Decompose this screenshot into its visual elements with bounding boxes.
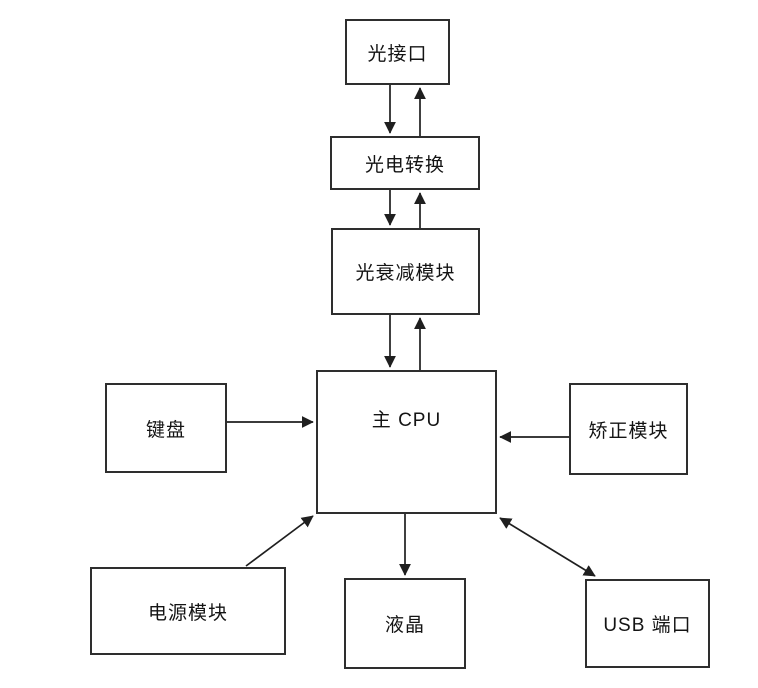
arrow-main-cpu-to-usb-port <box>499 517 596 577</box>
node-correction-module-label: 矫正模块 <box>588 420 669 442</box>
node-keyboard: 键盘 <box>105 383 227 473</box>
node-main-cpu: 主 CPU <box>316 370 497 514</box>
node-main-cpu-label: 主 CPU <box>371 409 442 431</box>
node-photoelectric-conversion: 光电转换 <box>330 136 480 190</box>
node-photoelectric-conversion-label: 光电转换 <box>364 154 445 176</box>
node-usb-port: USB 端口 <box>585 579 710 668</box>
node-power-module-label: 电源模块 <box>147 602 228 624</box>
node-lcd-label: 液晶 <box>384 615 425 636</box>
node-lcd: 液晶 <box>344 578 466 669</box>
node-keyboard-label: 键盘 <box>145 419 186 441</box>
node-usb-port-label: USB 端口 <box>603 615 692 636</box>
arrow-power-module-to-main-cpu <box>245 515 314 567</box>
node-optical-interface: 光接口 <box>345 19 450 85</box>
node-optical-attenuation-module-label: 光衰减模块 <box>355 263 456 284</box>
node-optical-attenuation-module: 光衰减模块 <box>331 228 480 315</box>
node-power-module: 电源模块 <box>90 567 286 655</box>
node-optical-interface-label: 光接口 <box>367 43 428 65</box>
node-correction-module: 矫正模块 <box>569 383 688 475</box>
